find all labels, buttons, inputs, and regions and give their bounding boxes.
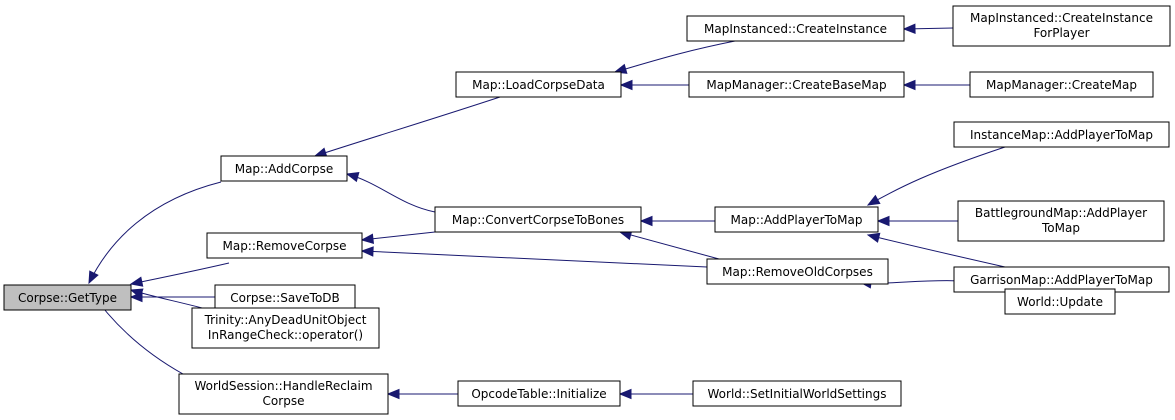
edge-line	[346, 173, 436, 213]
edge-battlegroundmap-addplayertomap-to-map-addplayertomap	[876, 215, 958, 227]
edge-arrowhead	[902, 23, 916, 35]
edge-arrowhead	[360, 233, 375, 244]
node-label: Map::RemoveOldCorpses	[722, 265, 873, 279]
edge-arrowhead	[360, 246, 374, 257]
edge-line	[867, 146, 1006, 206]
edge-arrowhead	[902, 79, 916, 91]
edge-trinity-anydeadunit-to-corpse-gettype	[129, 288, 211, 311]
edge-mapinstanced-createinstance-to-map-loadcorpsedata	[613, 40, 736, 74]
edge-mapinstanced-createinstanceforplayer-to-mapinstanced-createinstance	[902, 23, 954, 35]
edge-line	[88, 181, 222, 284]
node-label: MapManager::CreateBaseMap	[706, 78, 886, 92]
edge-line	[314, 96, 501, 157]
edge-arrowhead	[345, 171, 360, 183]
node-map-loadcorpsedata[interactable]: Map::LoadCorpseData	[455, 71, 622, 98]
edge-line	[130, 289, 211, 311]
node-label: Corpse::GetType	[18, 291, 117, 305]
node-corpse-savetodb[interactable]: Corpse::SaveToDB	[214, 284, 356, 311]
node-map-addplayertomap[interactable]: Map::AddPlayerToMap	[714, 206, 879, 233]
node-label: InstanceMap::AddPlayerToMap	[970, 128, 1153, 142]
edge-instancemap-addplayertomap-to-map-addplayertomap	[866, 146, 1006, 206]
node-label: Corpse	[263, 394, 305, 408]
edge-line	[361, 231, 436, 241]
node-map-removeoldcorpses[interactable]: Map::RemoveOldCorpses	[706, 258, 889, 285]
edge-arrowhead	[866, 194, 881, 206]
node-label: BattlegroundMap::AddPlayer	[975, 206, 1147, 220]
edge-map-addcorpse-to-corpse-gettype	[88, 181, 222, 285]
edge-line	[619, 231, 720, 260]
node-label: WorldSession::HandleReclaim	[194, 379, 372, 393]
node-world-setinitialworldsettings[interactable]: World::SetInitialWorldSettings	[692, 380, 902, 407]
edge-map-convertcorpsetobones-to-map-removecorpse	[360, 231, 436, 244]
edge-map-removeoldcorpses-to-map-convertcorpsetobones	[618, 229, 720, 260]
node-label: Map::RemoveCorpse	[222, 239, 346, 253]
node-label: Map::ConvertCorpseToBones	[452, 213, 624, 227]
node-world-update[interactable]: World::Update	[1004, 288, 1116, 315]
node-mapmanager-createmap[interactable]: MapManager::CreateMap	[969, 71, 1154, 98]
node-mapmanager-createbasemap[interactable]: MapManager::CreateBaseMap	[688, 71, 905, 98]
node-instancemap-addplayertomap[interactable]: InstanceMap::AddPlayerToMap	[953, 121, 1170, 148]
edge-arrowhead	[619, 79, 633, 91]
node-opcodetable-initialize[interactable]: OpcodeTable::Initialize	[457, 380, 621, 407]
edge-world-setinitialworldsettings-to-opcodetable-initialize	[618, 388, 693, 400]
edge-mapmanager-createbasemap-to-map-loadcorpsedata	[619, 79, 689, 91]
edge-arrowhead	[88, 270, 99, 285]
node-label: GarrisonMap::AddPlayerToMap	[970, 273, 1153, 287]
node-label: Map::AddPlayerToMap	[731, 213, 863, 227]
node-map-convertcorpsetobones[interactable]: Map::ConvertCorpseToBones	[434, 206, 642, 233]
node-label: ToMap	[1041, 221, 1080, 235]
node-label: Trinity::AnyDeadUnitObject	[204, 313, 367, 327]
edge-garrisonmap-addplayertomap-to-map-addplayertomap	[866, 232, 1006, 268]
node-label: World::SetInitialWorldSettings	[708, 387, 887, 401]
edge-opcodetable-initialize-to-worldsession-handlereclaim	[386, 388, 458, 400]
edge-arrowhead	[639, 215, 653, 227]
node-label: Map::LoadCorpseData	[472, 78, 605, 92]
node-label: World::Update	[1017, 295, 1103, 309]
edge-arrowhead	[129, 288, 144, 299]
node-label: InRangeCheck::operator()	[208, 328, 363, 342]
edge-line	[130, 262, 230, 285]
node-label: MapInstanced::CreateInstance	[704, 22, 887, 36]
edge-map-convertcorpsetobones-to-map-addcorpse	[345, 171, 436, 213]
node-corpse-gettype[interactable]: Corpse::GetType	[3, 284, 132, 311]
edge-map-loadcorpsedata-to-map-addcorpse	[313, 96, 501, 158]
node-map-addcorpse[interactable]: Map::AddCorpse	[220, 155, 348, 182]
edge-arrowhead	[618, 388, 632, 400]
edge-arrowhead	[129, 276, 144, 287]
edge-arrowhead	[876, 215, 890, 227]
node-label: MapInstanced::CreateInstance	[970, 11, 1153, 25]
node-trinity-anydeadunit[interactable]: Trinity::AnyDeadUnitObject InRangeCheck:…	[191, 307, 380, 349]
edge-line	[361, 250, 708, 268]
node-worldsession-handlereclaim[interactable]: WorldSession::HandleReclaim Corpse	[178, 373, 389, 415]
edge-arrowhead	[866, 232, 881, 243]
node-label: Corpse::SaveToDB	[230, 291, 340, 305]
node-mapinstanced-createinstanceforplayer[interactable]: MapInstanced::CreateInstance ForPlayer	[952, 5, 1171, 47]
edge-map-addplayertomap-to-map-convertcorpsetobones	[639, 215, 715, 227]
node-map-removecorpse[interactable]: Map::RemoveCorpse	[206, 232, 363, 259]
node-label: Map::AddCorpse	[235, 162, 334, 176]
node-label: OpcodeTable::Initialize	[471, 387, 606, 401]
node-label: MapManager::CreateMap	[986, 78, 1137, 92]
node-mapinstanced-createinstance[interactable]: MapInstanced::CreateInstance	[686, 15, 905, 42]
edge-map-removeoldcorpses-to-map-removecorpse	[360, 246, 708, 268]
edge-arrowhead	[386, 388, 400, 400]
edge-line	[614, 40, 736, 73]
edge-mapmanager-createmap-to-mapmanager-createbasemap	[902, 79, 970, 91]
node-label: ForPlayer	[1033, 26, 1089, 40]
node-garrisonmap-addplayertomap[interactable]: GarrisonMap::AddPlayerToMap	[953, 266, 1170, 293]
edge-map-removecorpse-to-corpse-gettype	[129, 262, 230, 287]
node-battlegroundmap-addplayertomap[interactable]: BattlegroundMap::AddPlayer ToMap	[957, 200, 1165, 242]
